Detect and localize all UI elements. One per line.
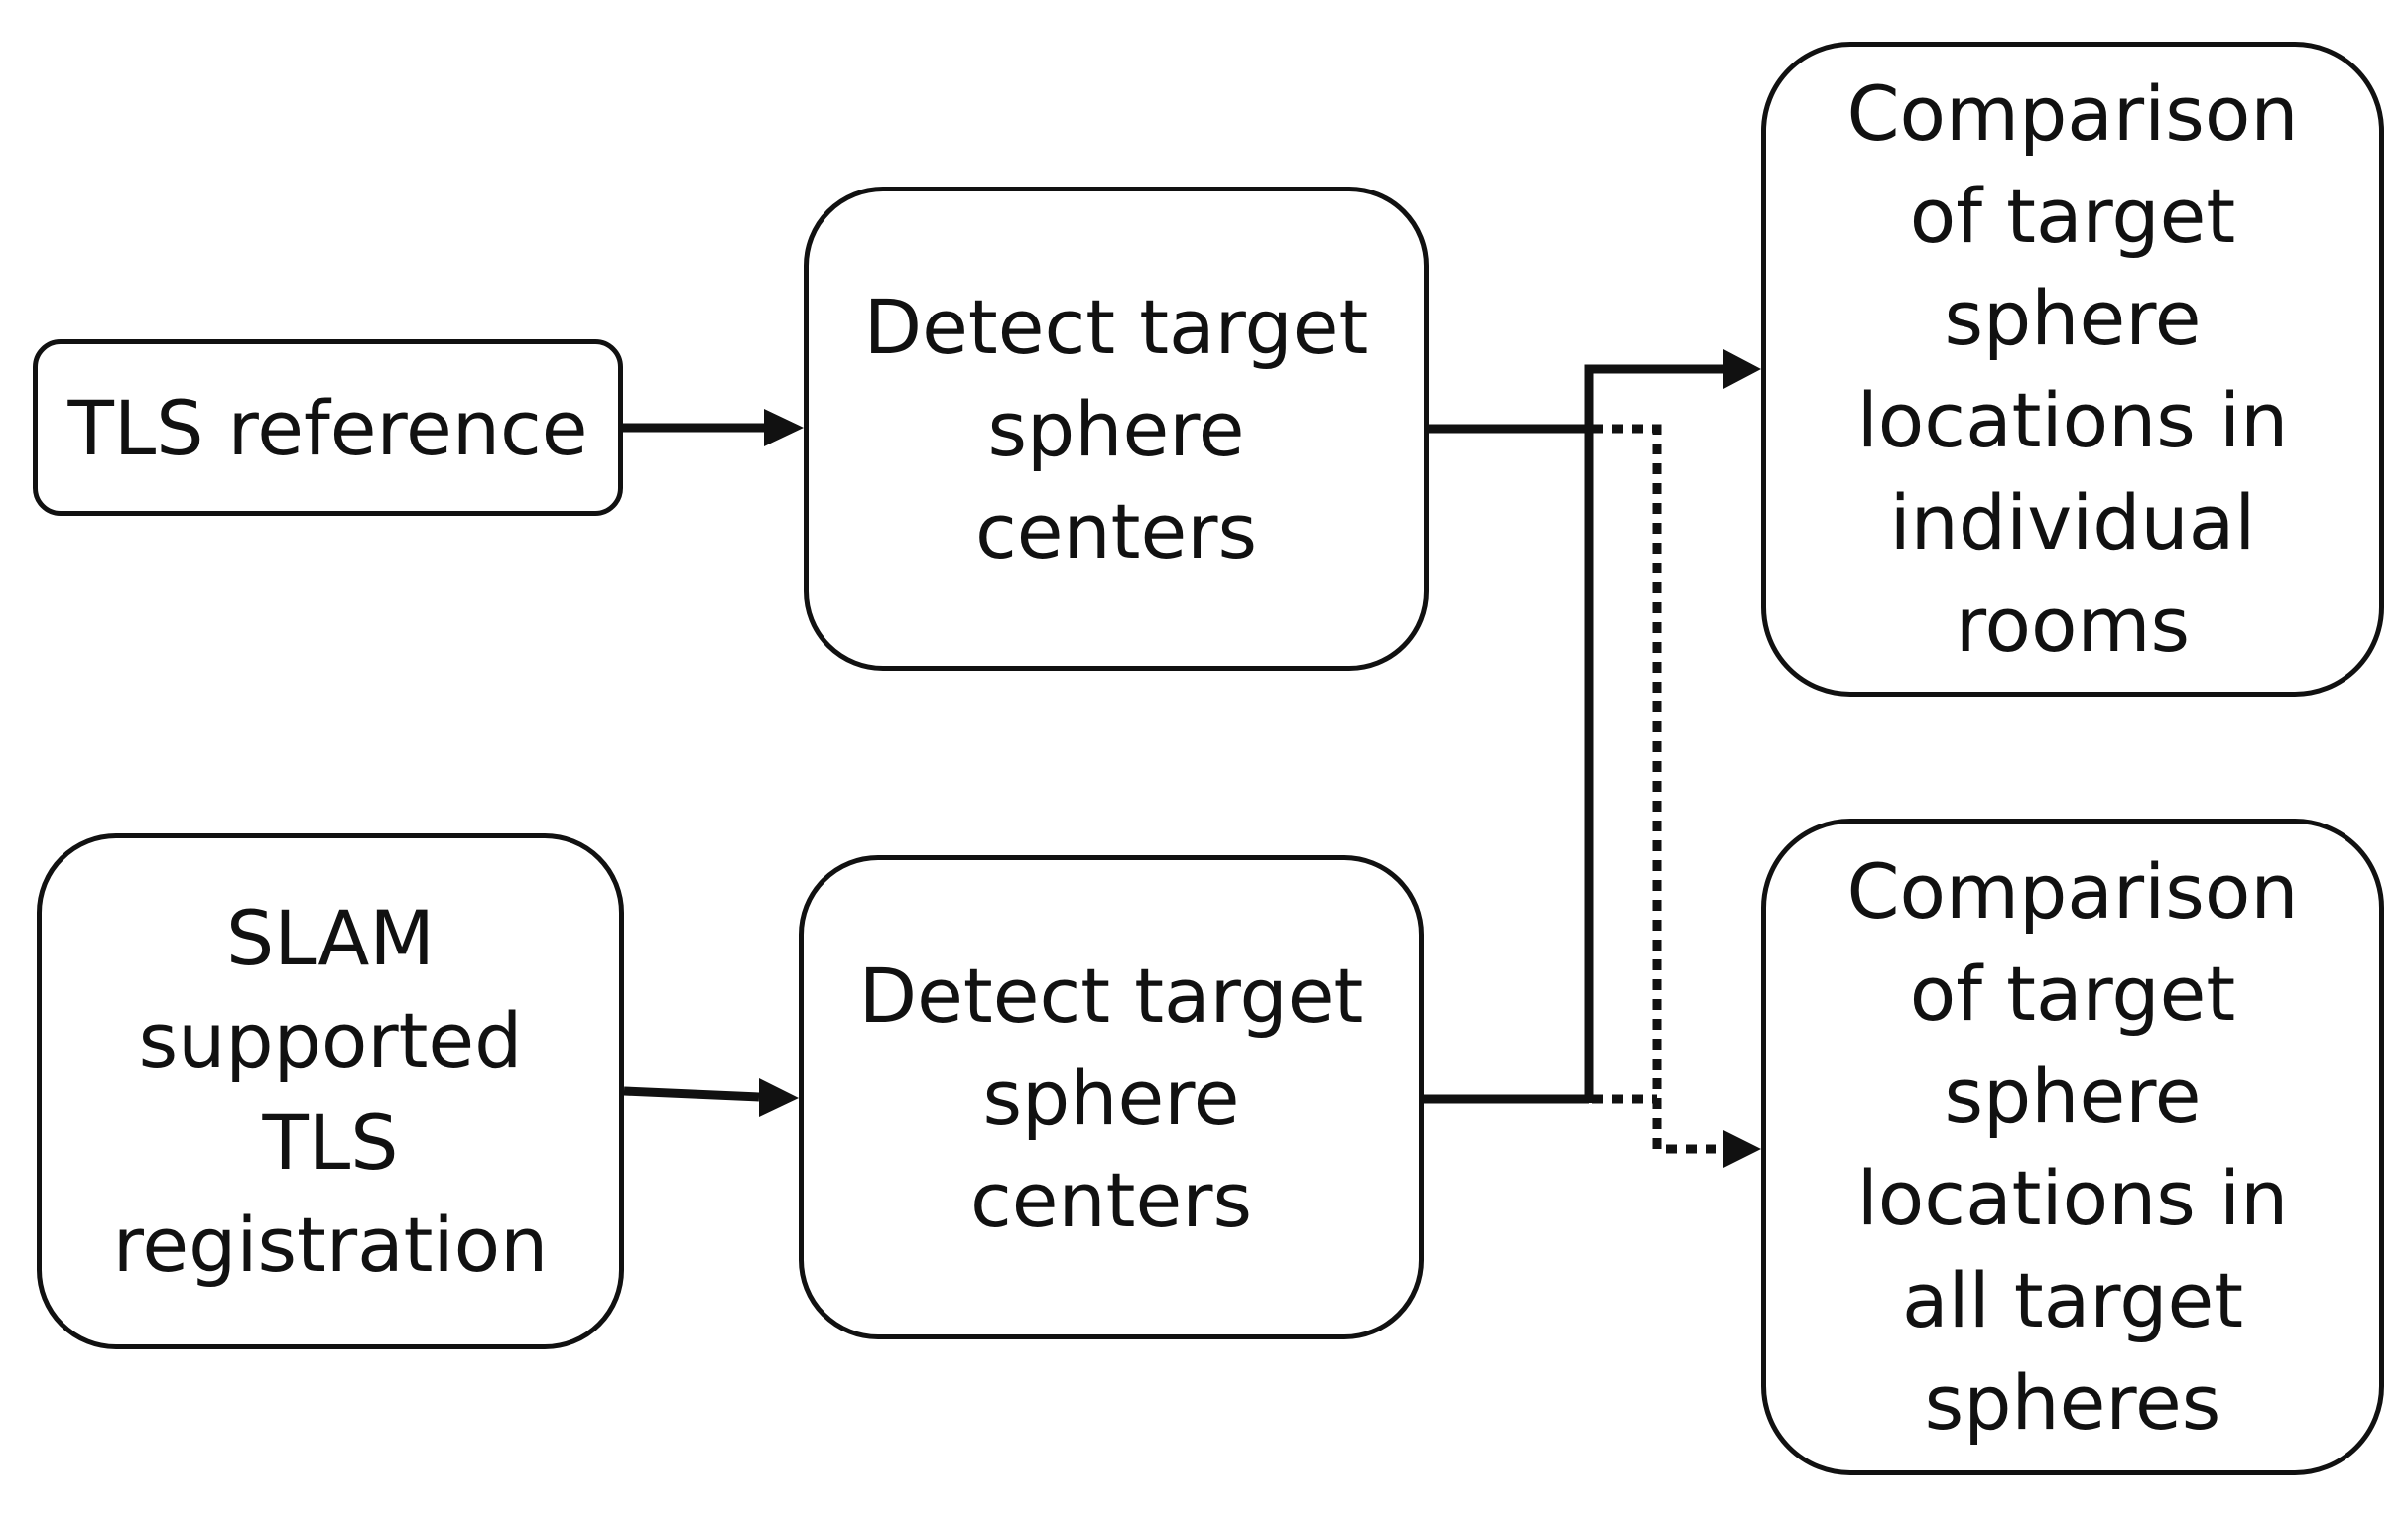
compare-all-spheres-label: Comparison of target sphere locations in… <box>1846 847 2299 1447</box>
dotted-connector-to-all-spheres <box>1592 424 1761 1168</box>
detect-centers-top-label: Detect target sphere centers <box>863 282 1369 575</box>
tls-reference-node: TLS reference <box>33 339 623 516</box>
solid-connector-to-individual-rooms <box>1424 349 1761 1104</box>
tls-reference-label: TLS reference <box>67 383 588 472</box>
arrow-tls-to-detect-top <box>623 409 804 446</box>
arrow-slam-to-detect-bottom <box>623 1078 799 1117</box>
compare-individual-rooms-node: Comparison of target sphere locations in… <box>1761 42 2384 697</box>
detect-centers-top-node: Detect target sphere centers <box>804 187 1429 671</box>
detect-centers-bottom-label: Detect target sphere centers <box>858 951 1364 1244</box>
detect-centers-bottom-node: Detect target sphere centers <box>799 855 1424 1339</box>
compare-individual-rooms-label: Comparison of target sphere locations in… <box>1846 69 2299 669</box>
compare-all-spheres-node: Comparison of target sphere locations in… <box>1761 819 2384 1475</box>
slam-registration-label: SLAM supported TLS registration <box>112 894 549 1289</box>
slam-registration-node: SLAM supported TLS registration <box>37 833 624 1349</box>
